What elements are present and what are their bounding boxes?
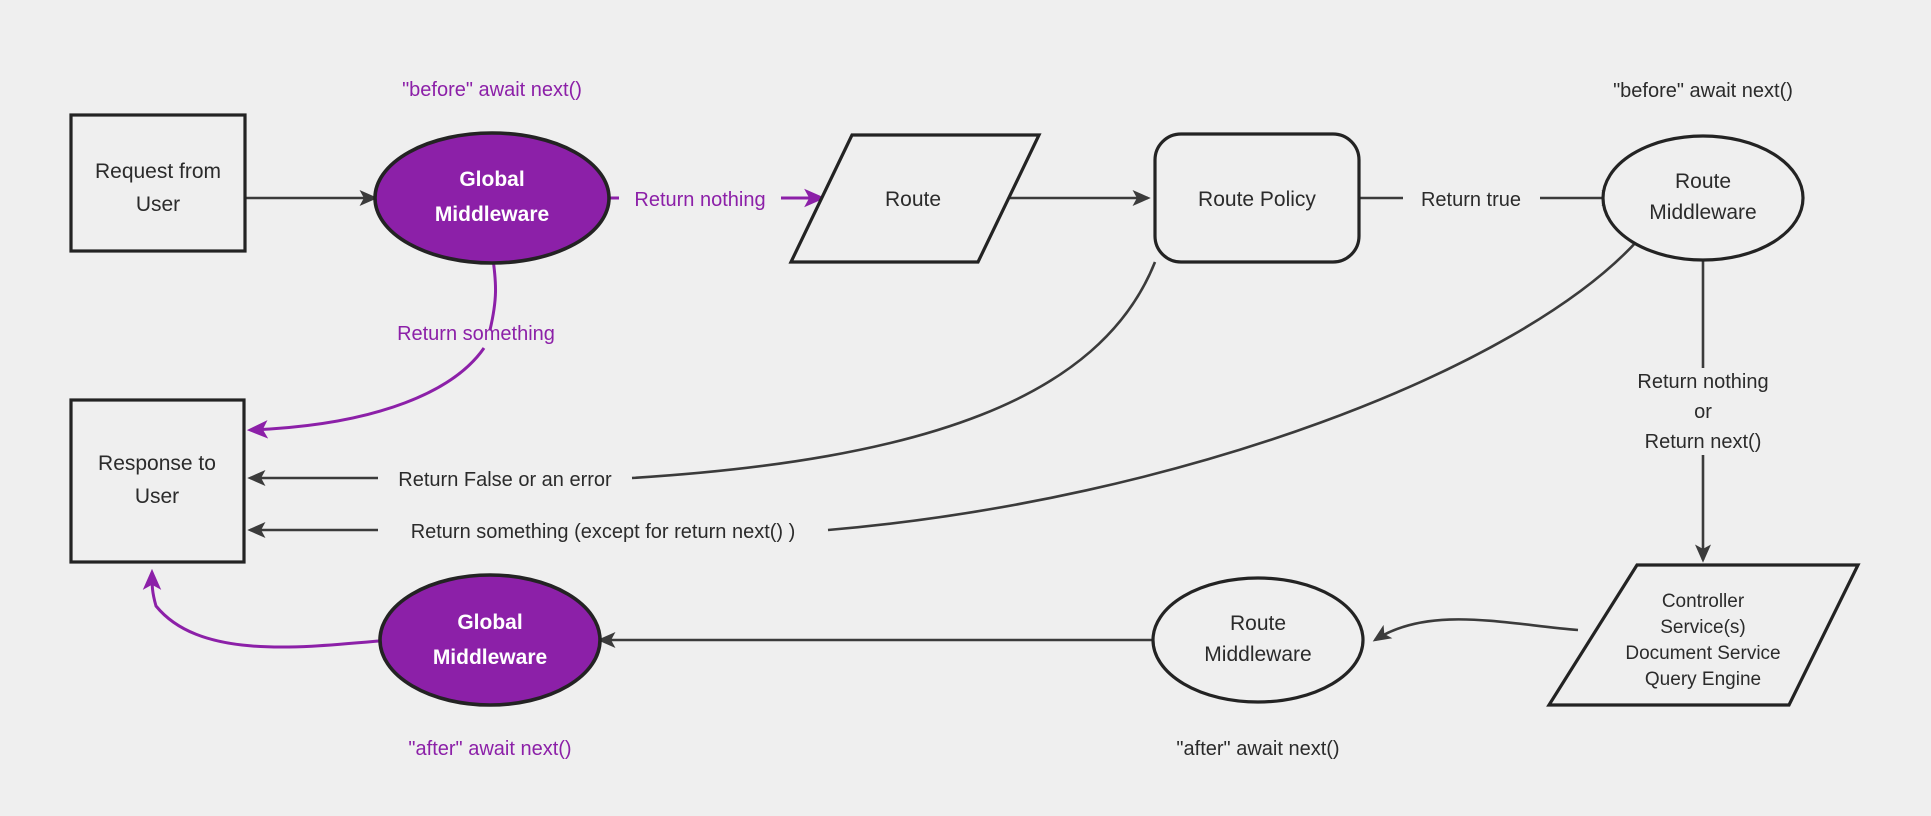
- response-label-line1: Response to: [98, 452, 216, 475]
- edge-label-return-false-or-error: Return False or an error: [398, 469, 612, 491]
- node-route[interactable]: [788, 133, 1042, 264]
- global-mw-top-label-line1: Global: [459, 168, 524, 191]
- edge-global-mw-bottom-to-response: [142, 568, 391, 649]
- annotation-before-global-mw: "before" await next(): [402, 79, 582, 101]
- controller-label-line1: Controller: [1662, 591, 1745, 612]
- edge-route-mw-something-curve: [827, 239, 1639, 532]
- edge-label-route-mw-out-line1: Return nothing: [1637, 371, 1768, 393]
- edge-route-policy-false-curve: [631, 261, 1157, 480]
- route-mw-top-label-line1: Route: [1675, 170, 1731, 193]
- node-route-policy[interactable]: [1153, 132, 1361, 264]
- route-mw-top-label-line2: Middleware: [1649, 201, 1756, 224]
- node-global-middleware-top[interactable]: [373, 131, 611, 265]
- annotation-before-route-mw: "before" await next(): [1613, 80, 1793, 102]
- route-policy-label: Route Policy: [1198, 188, 1316, 211]
- route-label: Route: [885, 188, 941, 211]
- response-label-line2: User: [135, 485, 179, 508]
- route-mw-bottom-label-line1: Route: [1230, 612, 1286, 635]
- global-mw-bottom-label-line1: Global: [457, 611, 522, 634]
- controller-label-line4: Query Engine: [1645, 669, 1761, 690]
- annotation-after-route-mw: "after" await next(): [1176, 738, 1339, 760]
- edge-label-route-mw-out-line3: Return next(): [1645, 431, 1762, 453]
- controller-label-line3: Document Service: [1625, 643, 1780, 664]
- node-route-middleware-bottom[interactable]: [1151, 576, 1365, 704]
- controller-label-line2: Service(s): [1660, 617, 1746, 638]
- request-label-line2: User: [136, 193, 180, 216]
- edge-controller-to-route-mw-bottom: [1372, 618, 1579, 642]
- annotation-after-global-mw: "after" await next(): [408, 738, 571, 760]
- node-global-middleware-bottom[interactable]: [378, 573, 602, 707]
- node-response-to-user[interactable]: [69, 398, 246, 564]
- request-label-line1: Request from: [95, 160, 221, 183]
- global-mw-bottom-label-line2: Middleware: [433, 646, 547, 669]
- node-route-middleware-top[interactable]: [1601, 134, 1805, 262]
- edge-global-mw-return-something-to-response: [246, 347, 486, 439]
- edge-label-return-nothing: Return nothing: [634, 189, 765, 211]
- edge-label-return-something: Return something: [397, 323, 555, 345]
- node-request-from-user[interactable]: [69, 113, 247, 253]
- route-mw-bottom-label-line2: Middleware: [1204, 643, 1311, 666]
- global-mw-top-label-line2: Middleware: [435, 203, 549, 226]
- edge-label-return-true: Return true: [1421, 189, 1521, 211]
- edge-label-route-mw-out-line2: or: [1694, 401, 1712, 423]
- edge-label-return-something-except: Return something (except for return next…: [411, 521, 796, 543]
- node-controller-services[interactable]: [1546, 563, 1861, 707]
